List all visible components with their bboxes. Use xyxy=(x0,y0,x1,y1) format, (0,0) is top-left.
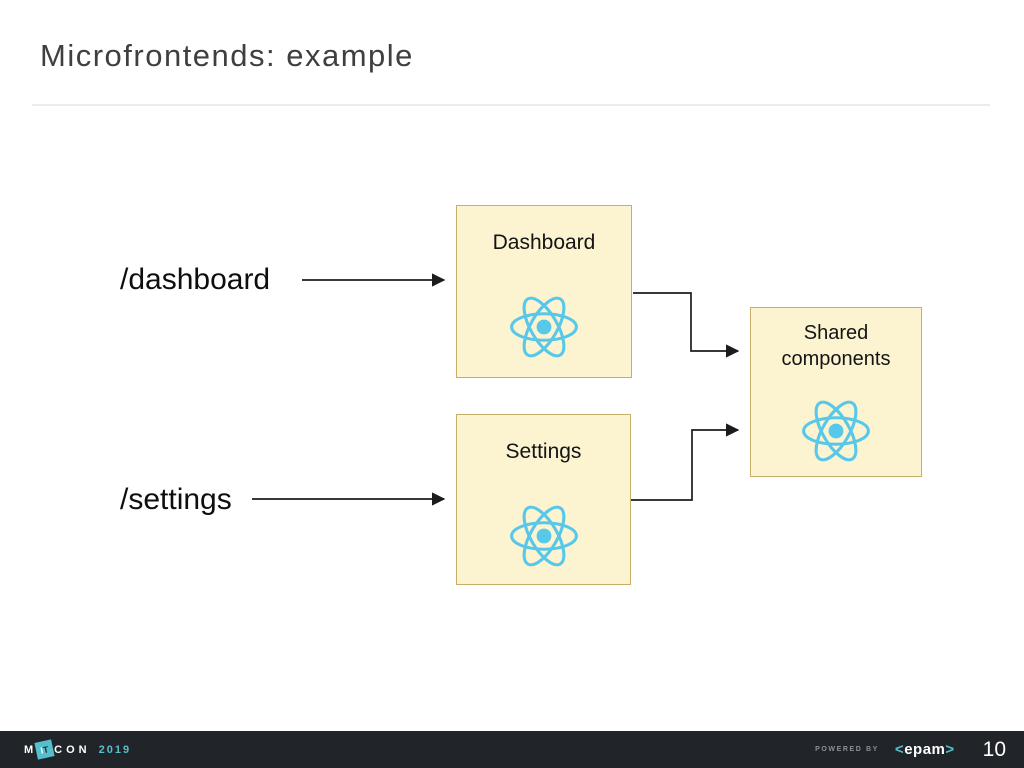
mitcon-logo-t: T xyxy=(42,743,50,755)
page-title: Microfrontends: example xyxy=(40,38,414,73)
epam-logo-close-bracket: > xyxy=(945,741,955,758)
page-number: 10 xyxy=(982,737,1006,761)
footer-right-group: POWERED BY <epam> 10 xyxy=(815,738,1006,762)
react-logo-icon xyxy=(510,296,578,358)
node-label: Shared components xyxy=(781,322,891,371)
mitcon-logo-year: 2019 xyxy=(98,743,132,756)
node-label: Settings xyxy=(505,440,582,463)
route-label-dashboard: /dashboard xyxy=(120,263,271,296)
epam-logo-open-bracket: < xyxy=(894,741,905,758)
node-label: Dashboard xyxy=(492,231,596,254)
title-divider xyxy=(32,104,990,106)
edge-settings-shared xyxy=(631,423,740,501)
node-shared-components: Shared components xyxy=(750,307,922,477)
mitcon-logo-con: CON xyxy=(54,743,91,756)
powered-by-label: POWERED BY xyxy=(815,746,879,753)
react-logo-icon xyxy=(509,505,578,567)
node-settings: Settings xyxy=(456,414,631,585)
epam-logo: <epam> xyxy=(895,741,955,758)
react-logo-icon xyxy=(802,400,870,462)
route-label-settings: /settings xyxy=(120,483,232,516)
node-dashboard: Dashboard xyxy=(456,205,632,378)
edge-dashboard-shared xyxy=(633,292,740,358)
mitcon-logo-m: M xyxy=(24,743,36,756)
epam-logo-name: epam xyxy=(904,741,946,758)
